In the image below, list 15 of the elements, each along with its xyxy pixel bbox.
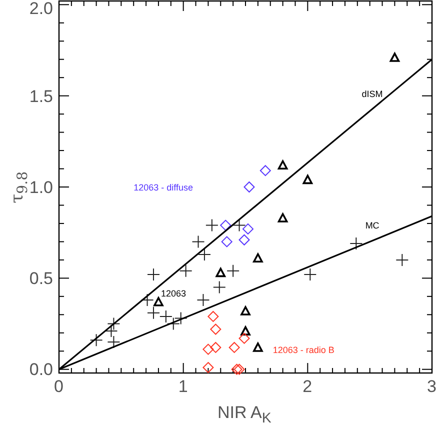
tick-label: 3	[427, 378, 436, 395]
annotation: 12063	[160, 288, 186, 298]
line-label: MC	[365, 220, 380, 231]
axis-title: NIR A$_{K}$	[218, 404, 272, 426]
tick-label: 1.0	[29, 179, 53, 196]
annotation: 12063 - diffuse	[134, 182, 193, 193]
tick-label: 2	[302, 378, 312, 395]
tick-label: 0.5	[29, 270, 53, 288]
tick-label: 0	[54, 378, 64, 395]
annotation: 12063 - radio B	[272, 344, 334, 355]
tick-label: 1.5	[29, 88, 53, 105]
tick-label: 1	[178, 378, 188, 395]
line-label: dISM	[362, 88, 383, 99]
tick-label: 0.0	[29, 361, 53, 378]
tick-label: 2.0	[29, 0, 53, 17]
